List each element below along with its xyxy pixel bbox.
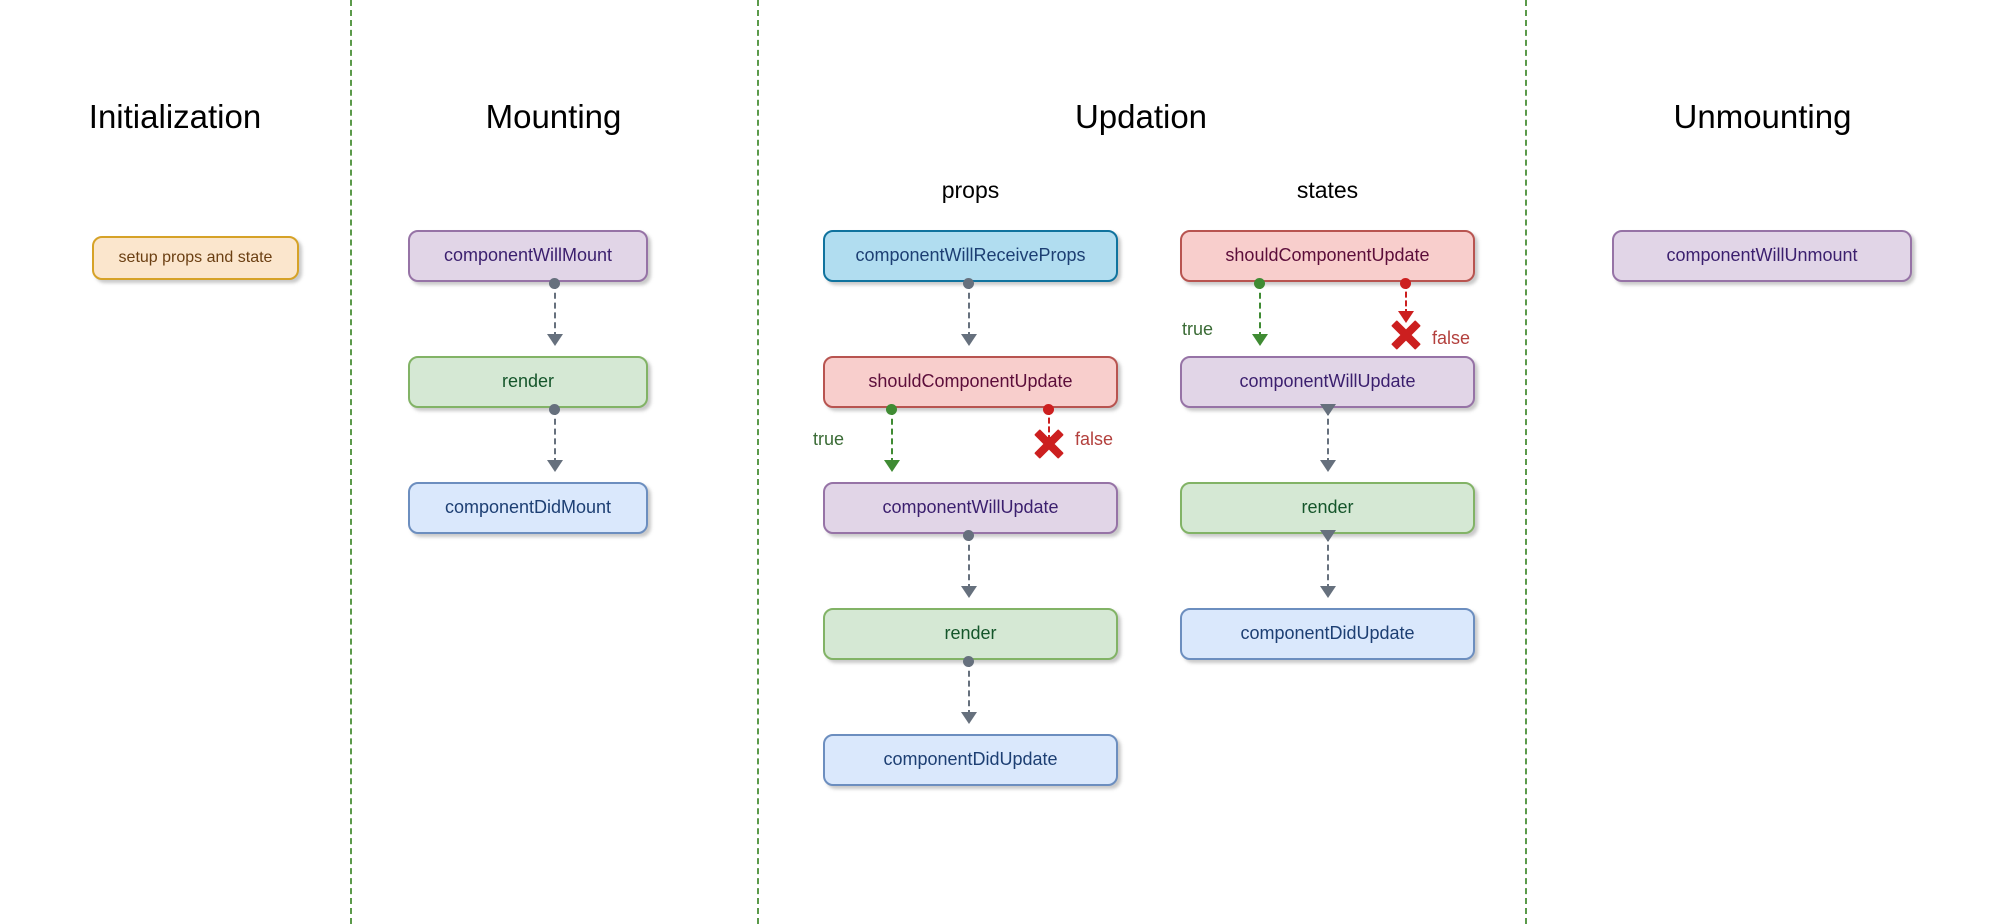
node-props-should-component-update[interactable]: shouldComponentUpdate — [823, 356, 1118, 408]
edge-props-will-update-to-render — [968, 535, 970, 590]
section-title-updation: Updation — [1074, 98, 1208, 135]
edge-states-render-to-did-update — [1327, 535, 1329, 590]
edge-states-branch-true — [1259, 283, 1261, 338]
edge-render-to-did-mount — [554, 409, 556, 464]
arrowhead-icon — [1320, 460, 1336, 472]
arrowhead-icon — [961, 334, 977, 346]
column-divider-3 — [1525, 0, 1527, 924]
edge-receive-props-to-should-update — [968, 283, 970, 338]
node-states-render[interactable]: render — [1180, 482, 1475, 534]
node-props-component-will-update[interactable]: componentWillUpdate — [823, 482, 1118, 534]
edge-states-will-update-to-render — [1327, 409, 1329, 464]
arrowhead-icon — [1320, 586, 1336, 598]
section-title-unmounting: Unmounting — [1673, 98, 1852, 135]
arrowhead-icon — [1252, 334, 1268, 346]
section-title-mounting: Mounting — [485, 98, 622, 135]
node-props-component-did-update[interactable]: componentDidUpdate — [823, 734, 1118, 786]
arrowhead-icon — [547, 334, 563, 346]
branch-label-false-states: false — [1432, 328, 1471, 348]
section-title-initialization: Initialization — [88, 98, 262, 135]
node-component-will-unmount[interactable]: componentWillUnmount — [1612, 230, 1912, 282]
arrowhead-icon — [961, 712, 977, 724]
branch-label-false-props: false — [1075, 429, 1114, 449]
stop-x-icon — [1032, 427, 1066, 461]
arrowhead-icon — [961, 586, 977, 598]
node-props-render[interactable]: render — [823, 608, 1118, 660]
stop-x-icon — [1389, 318, 1423, 352]
node-setup-props-and-state[interactable]: setup props and state — [92, 236, 299, 280]
edge-props-branch-false — [1048, 409, 1050, 441]
node-component-did-mount[interactable]: componentDidMount — [408, 482, 648, 534]
subtitle-props: props — [941, 177, 1000, 203]
edge-props-branch-true — [891, 409, 893, 464]
node-states-component-will-update[interactable]: componentWillUpdate — [1180, 356, 1475, 408]
node-component-will-receive-props[interactable]: componentWillReceiveProps — [823, 230, 1118, 282]
column-divider-2 — [757, 0, 759, 924]
column-divider-1 — [350, 0, 352, 924]
edge-states-branch-false — [1405, 283, 1407, 315]
node-states-component-did-update[interactable]: componentDidUpdate — [1180, 608, 1475, 660]
arrowhead-icon — [547, 460, 563, 472]
edge-will-mount-to-render — [554, 283, 556, 338]
subtitle-states: states — [1296, 177, 1359, 203]
edge-props-render-to-did-update — [968, 661, 970, 716]
node-component-will-mount[interactable]: componentWillMount — [408, 230, 648, 282]
branch-label-true-props: true — [813, 429, 845, 449]
arrowhead-icon — [884, 460, 900, 472]
node-mounting-render[interactable]: render — [408, 356, 648, 408]
node-states-should-component-update[interactable]: shouldComponentUpdate — [1180, 230, 1475, 282]
branch-label-true-states: true — [1182, 319, 1214, 339]
